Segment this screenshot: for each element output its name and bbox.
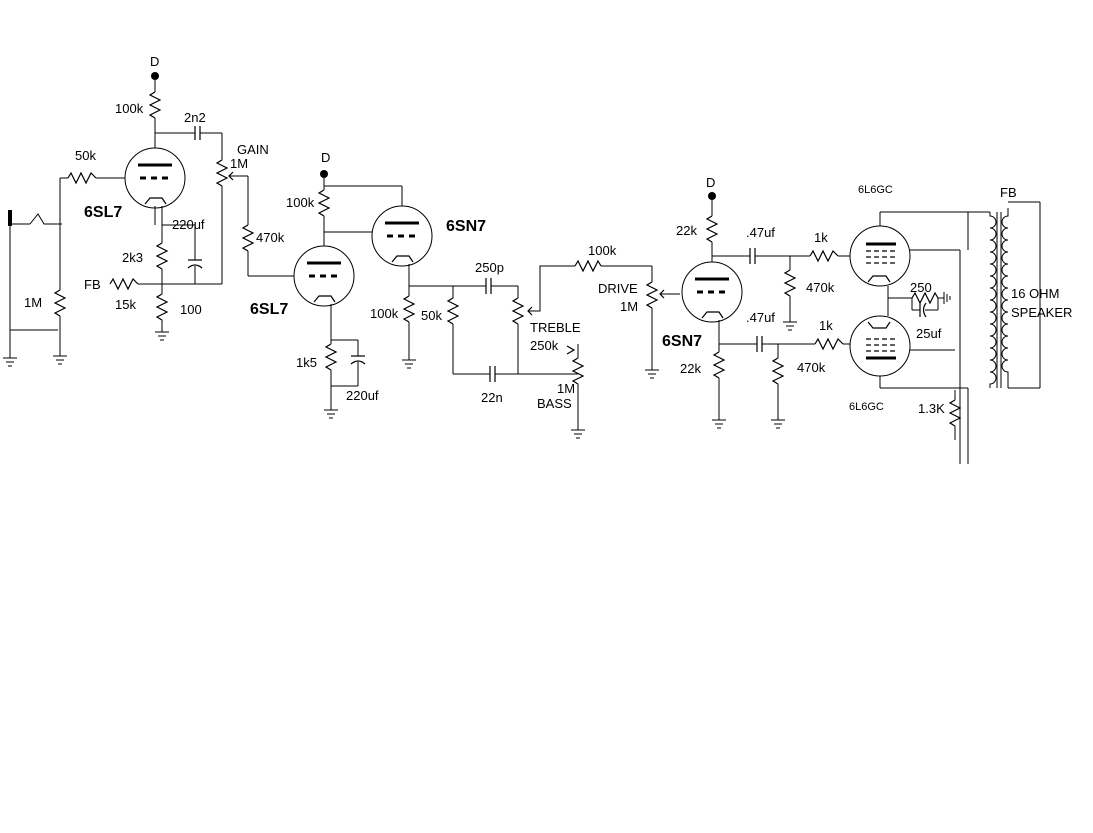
label-r-22k-bottom: 22k: [680, 361, 701, 376]
label-r-50k: 50k: [421, 308, 442, 323]
capacitor-2n2: [155, 126, 223, 160]
label-tube-v3: 6SN7: [446, 218, 486, 235]
label-d2: D: [321, 150, 330, 165]
label-r-plate2-100k: 100k: [286, 195, 315, 210]
label-drive-value: 1M: [620, 299, 638, 314]
resistor-input-1m: [53, 178, 67, 356]
supply-node-d1: [148, 72, 162, 148]
tone-stack: [446, 265, 585, 430]
tube-v2: [293, 245, 355, 307]
label-speaker-1: 16 OHM: [1011, 286, 1059, 301]
ground-symbol: [324, 409, 338, 419]
cathode-network-v3: [402, 264, 486, 360]
label-speaker-2: SPEAKER: [1011, 305, 1072, 320]
label-r-in-1m: 1M: [24, 295, 42, 310]
label-treble-value: 250k: [530, 338, 559, 353]
label-r-1k-top: 1k: [814, 230, 828, 245]
label-r-plate1-100k: 100k: [115, 101, 144, 116]
label-r-grid-50k: 50k: [75, 148, 96, 163]
label-r-100: 100: [180, 302, 202, 317]
label-r-470k-bottom: 470k: [797, 360, 826, 375]
potentiometer-gain: [215, 159, 248, 284]
label-tube-v2: 6SL7: [250, 301, 288, 318]
ground-symbol: [771, 419, 785, 429]
label-gain: GAIN: [237, 142, 269, 157]
label-c-220uf-2: 220uf: [346, 388, 379, 403]
label-r-470k-1: 470k: [256, 230, 285, 245]
label-tube-power-bottom: 6L6GC: [849, 401, 884, 413]
power-cathode-bias: [887, 286, 951, 318]
resistor-100k-drive: [574, 259, 680, 370]
label-c-250p: 250p: [475, 260, 504, 275]
label-r-2k3: 2k3: [122, 250, 143, 265]
label-c-2n2: 2n2: [184, 110, 206, 125]
label-bass: BASS: [537, 396, 572, 411]
coupling-top: [749, 248, 856, 322]
label-r-15k: 15k: [115, 297, 136, 312]
ground-symbol: [712, 419, 726, 429]
resistor-470k-grid: [241, 176, 300, 277]
ground-symbol: [3, 357, 17, 367]
label-fb-1: FB: [84, 277, 101, 292]
label-r-cathode-100k: 100k: [370, 306, 399, 321]
resistor-grid-50k: [60, 171, 130, 185]
label-r-1-3k: 1.3K: [918, 401, 945, 416]
label-c-47uf-top: .47uf: [746, 225, 775, 240]
cathode-network-v2: [324, 304, 366, 410]
label-d1: D: [150, 54, 159, 69]
tube-v3: [371, 205, 433, 267]
resistor-fb-15k: [109, 277, 162, 291]
tube-power-bottom: [849, 315, 911, 377]
label-c-25uf: 25uf: [916, 326, 942, 341]
ground-symbol: [402, 359, 416, 369]
label-r-1k-bottom: 1k: [819, 318, 833, 333]
label-c-220uf-1: 220uf: [172, 217, 205, 232]
label-fb-2: FB: [1000, 185, 1017, 200]
coupling-bottom: [712, 320, 856, 420]
tube-v4: [681, 261, 743, 323]
ground-symbol: [571, 429, 585, 439]
tube-power-top: [849, 225, 911, 287]
output-transformer: [989, 201, 1041, 389]
supply-node-d2: [317, 170, 403, 246]
label-c-47uf-bottom: .47uf: [746, 310, 775, 325]
label-r-100k-top: 100k: [588, 243, 617, 258]
label-bass-value: 1M: [557, 381, 575, 396]
label-treble: TREBLE: [530, 320, 581, 335]
label-r-250: 250: [910, 280, 932, 295]
ground-symbol: [645, 369, 659, 379]
supply-node-d3: [705, 192, 750, 262]
label-r-470k-top: 470k: [806, 280, 835, 295]
ground-symbol: [53, 355, 67, 365]
label-drive: DRIVE: [598, 281, 638, 296]
input-jack: [8, 210, 62, 358]
label-d3: D: [706, 175, 715, 190]
label-tube-v1: 6SL7: [84, 204, 122, 221]
label-c-22n: 22n: [481, 390, 503, 405]
label-r-22k-top: 22k: [676, 223, 697, 238]
tube-v1: [124, 147, 186, 209]
ground-symbol: [783, 321, 797, 331]
label-gain-value: 1M: [230, 156, 248, 171]
label-tube-v4: 6SN7: [662, 333, 702, 350]
ground-symbol: [155, 331, 169, 341]
label-r-1k5: 1k5: [296, 355, 317, 370]
label-tube-power-top: 6L6GC: [858, 184, 893, 196]
output-wiring: [879, 211, 990, 464]
